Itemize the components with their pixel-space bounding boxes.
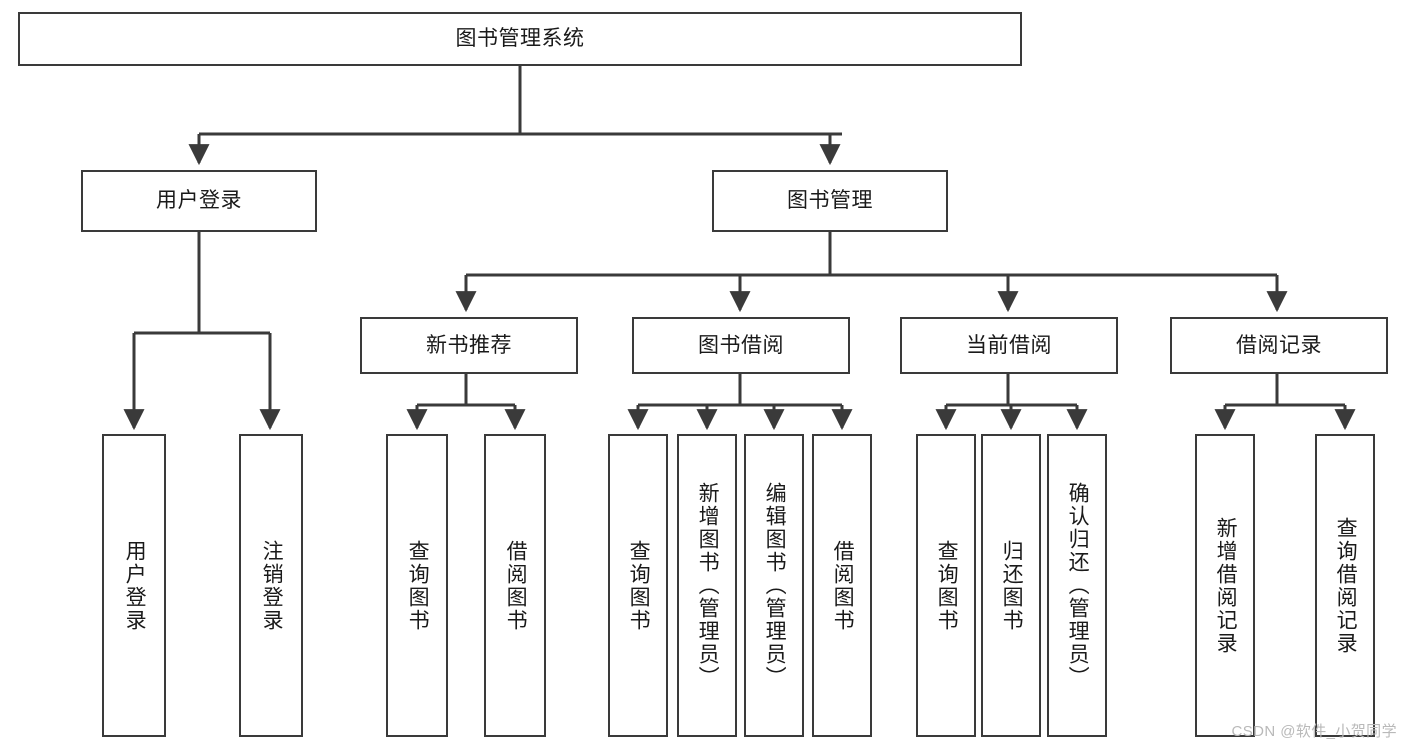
node-borrow-record[interactable]: 借阅记录: [1170, 317, 1388, 374]
node-new-book-recommend-label: 新书推荐: [426, 333, 512, 357]
node-leaf-user-login[interactable]: 用户登录: [102, 434, 166, 737]
node-user-login-label: 用户登录: [156, 189, 242, 213]
node-book-manage[interactable]: 图书管理: [712, 170, 948, 232]
node-leaf-query-book-2-label: 查询图书: [627, 539, 651, 632]
node-current-borrow[interactable]: 当前借阅: [900, 317, 1118, 374]
node-book-manage-label: 图书管理: [787, 189, 873, 213]
node-leaf-add-book-label: 新增图书（管理员）: [696, 482, 720, 689]
node-leaf-logout[interactable]: 注销登录: [239, 434, 303, 737]
node-leaf-return-book[interactable]: 归还图书: [981, 434, 1041, 737]
node-leaf-borrow-book-2[interactable]: 借阅图书: [812, 434, 872, 737]
node-leaf-logout-label: 注销登录: [260, 539, 284, 632]
node-book-borrow-label: 图书借阅: [698, 333, 784, 357]
node-leaf-query-book-3-label: 查询图书: [935, 539, 959, 632]
node-new-book-recommend[interactable]: 新书推荐: [360, 317, 578, 374]
node-leaf-query-book-1[interactable]: 查询图书: [386, 434, 448, 737]
node-leaf-add-record[interactable]: 新增借阅记录: [1195, 434, 1255, 737]
node-leaf-query-book-3[interactable]: 查询图书: [916, 434, 976, 737]
node-leaf-query-record-label: 查询借阅记录: [1334, 516, 1358, 655]
node-leaf-add-book[interactable]: 新增图书（管理员）: [677, 434, 737, 737]
node-leaf-return-book-label: 归还图书: [1000, 539, 1024, 632]
node-leaf-confirm-return-label: 确认归还（管理员）: [1066, 482, 1090, 689]
node-leaf-borrow-book-1[interactable]: 借阅图书: [484, 434, 546, 737]
node-leaf-borrow-book-1-label: 借阅图书: [504, 539, 528, 632]
node-leaf-query-record[interactable]: 查询借阅记录: [1315, 434, 1375, 737]
node-leaf-edit-book[interactable]: 编辑图书（管理员）: [744, 434, 804, 737]
node-leaf-confirm-return[interactable]: 确认归还（管理员）: [1047, 434, 1107, 737]
node-leaf-borrow-book-2-label: 借阅图书: [831, 539, 855, 632]
node-borrow-record-label: 借阅记录: [1236, 333, 1322, 357]
node-leaf-add-record-label: 新增借阅记录: [1214, 516, 1238, 655]
node-book-borrow[interactable]: 图书借阅: [632, 317, 850, 374]
node-leaf-query-book-1-label: 查询图书: [406, 539, 430, 632]
node-leaf-query-book-2[interactable]: 查询图书: [608, 434, 668, 737]
node-leaf-edit-book-label: 编辑图书（管理员）: [763, 482, 787, 689]
node-root-label: 图书管理系统: [455, 27, 585, 51]
node-root[interactable]: 图书管理系统: [18, 12, 1022, 66]
node-leaf-user-login-label: 用户登录: [123, 539, 147, 632]
node-user-login[interactable]: 用户登录: [81, 170, 317, 232]
node-current-borrow-label: 当前借阅: [966, 333, 1052, 357]
